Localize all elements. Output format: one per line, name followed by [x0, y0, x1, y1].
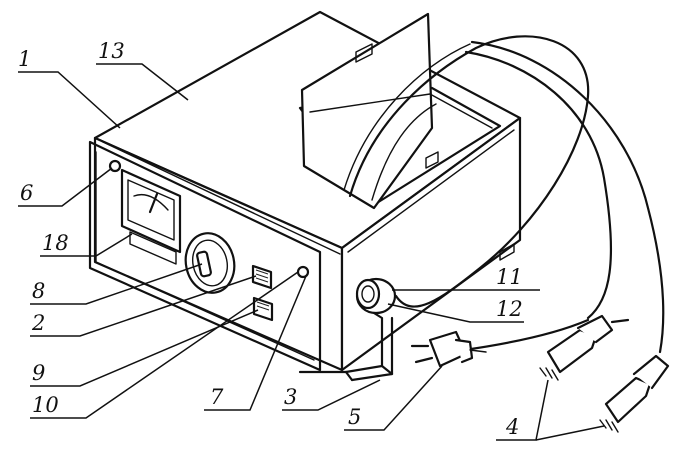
crocodile-clamp-upper: [539, 314, 630, 381]
switch-upper: [251, 264, 273, 290]
indicator-lamp-right: [296, 265, 310, 279]
crocodile-clamp-lower: [599, 354, 670, 433]
callout-3: 3: [284, 385, 297, 409]
open-lid: [298, 12, 502, 210]
callout-10: 10: [32, 393, 59, 417]
callout-1: 1: [18, 47, 31, 71]
callout-12: 12: [496, 297, 523, 321]
mains-plug: [410, 330, 487, 368]
callout-18: 18: [42, 231, 69, 255]
callout-5: 5: [348, 405, 361, 429]
callout-4: 4: [505, 415, 519, 439]
leader-lines: [18, 63, 605, 441]
callout-6: 6: [20, 181, 33, 205]
meter-needle: [148, 192, 159, 214]
cables: [343, 35, 665, 354]
cable-drum: [355, 277, 397, 315]
callout-2: 2: [31, 311, 45, 335]
front-panel-frame: [88, 140, 322, 372]
callout-9: 9: [32, 361, 45, 385]
callout-labels: 1 13 6 18 8 2 9 10 7 3 5 11 12 4: [18, 39, 523, 439]
callout-8: 8: [32, 279, 45, 303]
callout-13: 13: [98, 39, 125, 63]
panel-meter: [120, 168, 182, 265]
callout-7: 7: [210, 385, 224, 409]
indicator-lamp-left: [108, 159, 122, 173]
callout-11: 11: [496, 265, 523, 289]
switch-lower: [252, 296, 274, 322]
